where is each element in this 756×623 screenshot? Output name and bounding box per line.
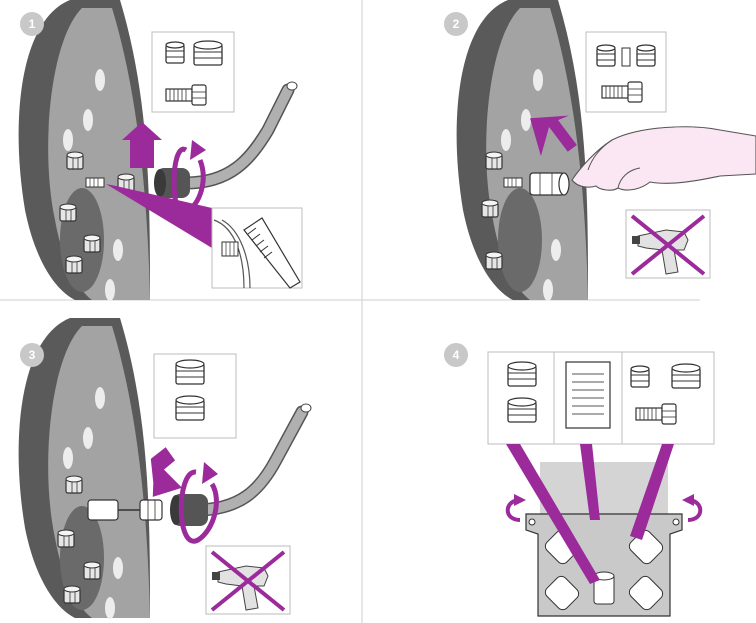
panel-step-4 [487, 351, 715, 617]
lock-nut [529, 172, 570, 196]
lug-nut-icon [596, 44, 616, 67]
key-adapter-icon [621, 47, 631, 67]
wire-brush-icon [243, 217, 301, 289]
lug-nut-icon [636, 44, 656, 67]
lug-nut-icon [193, 40, 223, 66]
locking-nut-and-key [87, 499, 163, 521]
callout-wedge [106, 184, 212, 248]
panel-step-2 [456, 0, 756, 301]
instruction-sheet-icon [565, 361, 611, 429]
hand-icon [571, 126, 756, 191]
step-badge-2: 2 [444, 12, 468, 36]
key-adapter-icon [175, 395, 205, 421]
impact-wrench-icon [204, 544, 292, 616]
rotate-arrow-icon [178, 469, 219, 544]
panel-step-3 [18, 318, 312, 619]
pointer-wedge [630, 444, 674, 540]
impact-wrench-icon [624, 208, 712, 280]
step-badge-1: 1 [20, 12, 44, 36]
step-badge-4: 4 [444, 343, 468, 367]
push-arrow-icon [150, 447, 182, 497]
step-badge-3: 3 [20, 343, 44, 367]
key-adapter-icon [175, 359, 205, 385]
lug-nut-icon [671, 363, 701, 389]
pointer-wedge [580, 444, 600, 520]
stud-close-up [221, 241, 239, 257]
lug-nut-icon [165, 41, 185, 64]
key-adapter-icon [507, 361, 537, 387]
exposed-stud [85, 177, 105, 188]
push-arrow-icon [530, 115, 577, 157]
parts-box [585, 31, 667, 113]
key-adapter-icon [507, 397, 537, 423]
lift-arrow-icon [122, 122, 162, 168]
lug-nut-icon [630, 365, 650, 388]
pointer-wedge [506, 444, 600, 584]
panel-step-1 [18, 0, 303, 301]
